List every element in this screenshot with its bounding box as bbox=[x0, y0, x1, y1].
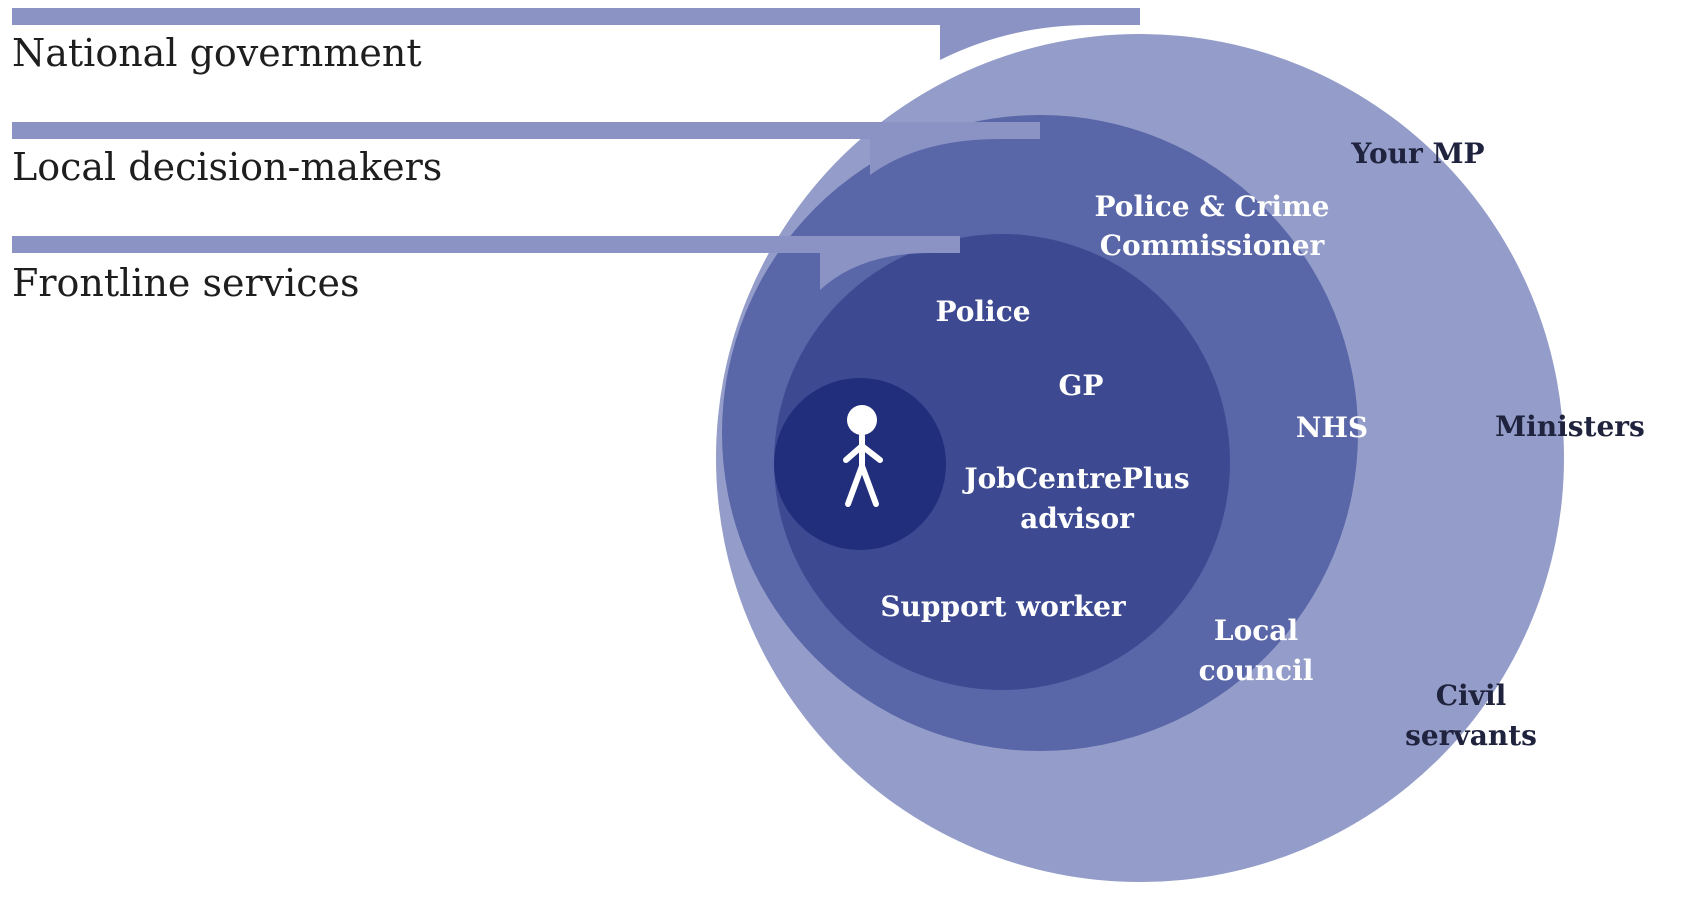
frontline-services-band bbox=[12, 236, 960, 290]
person-icon bbox=[843, 405, 883, 507]
role-your-mp: Your MP bbox=[1350, 137, 1484, 170]
role-police: Police bbox=[935, 295, 1030, 328]
role-jobcentreplus-advisor-line1: JobCentrePlus bbox=[961, 462, 1189, 495]
role-nhs: NHS bbox=[1296, 411, 1368, 444]
frontline-services-circle bbox=[774, 234, 1230, 690]
role-jobcentreplus-advisor-line2: advisor bbox=[1020, 502, 1135, 535]
national-government-label: National government bbox=[12, 31, 422, 75]
role-gp: GP bbox=[1059, 369, 1104, 402]
role-ministers: Ministers bbox=[1495, 410, 1645, 443]
national-government-band bbox=[12, 8, 1140, 60]
role-civil-servants-line1: Civil bbox=[1436, 679, 1506, 712]
person-group bbox=[774, 378, 946, 550]
role-civil-servants-line2: servants bbox=[1405, 719, 1537, 752]
role-police-crime-commissioner-line1: Police & Crime bbox=[1094, 190, 1329, 223]
local-decision-makers-band bbox=[12, 122, 1040, 175]
local-decision-makers-label: Local decision-makers bbox=[12, 145, 442, 189]
role-police-crime-commissioner-line2: Commissioner bbox=[1100, 229, 1326, 262]
role-local-council-line1: Local bbox=[1214, 614, 1298, 647]
frontline-services-group: Frontline services bbox=[12, 234, 1230, 690]
frontline-services-label: Frontline services bbox=[12, 261, 360, 305]
role-local-council-line2: council bbox=[1199, 654, 1314, 687]
role-support-worker: Support worker bbox=[880, 590, 1127, 623]
